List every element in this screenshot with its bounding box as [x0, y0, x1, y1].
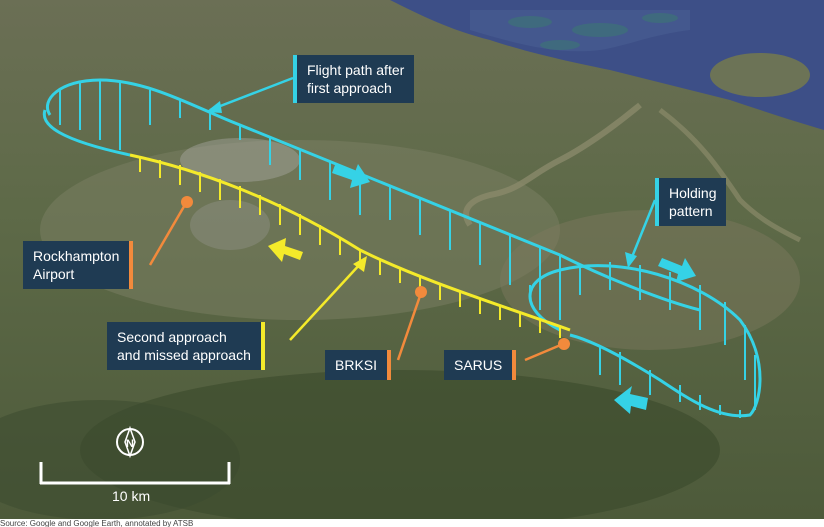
callout-pointer-head [206, 101, 222, 113]
track-curtain [59, 80, 756, 418]
town-area [190, 200, 270, 250]
callout-pointer [209, 76, 294, 112]
callout-pointer [524, 342, 564, 362]
callout-pointer-head [625, 252, 637, 268]
island [508, 16, 552, 28]
island [572, 23, 628, 37]
island [710, 53, 810, 97]
sarus-marker [558, 338, 570, 350]
callout-pointer-head [353, 256, 367, 272]
callout-pointer [289, 261, 363, 341]
source-caption: Source: Google and Google Earth, annotat… [0, 519, 824, 527]
holding-pattern-loop [528, 264, 762, 418]
compass-letter: N [126, 438, 134, 450]
mountain-shade [0, 400, 240, 520]
second-approach-label: Second approach and missed approach [107, 322, 265, 370]
north-compass-icon: N [116, 425, 144, 459]
flight-path-after-label: Flight path after first approach [293, 55, 415, 103]
sarus-label: SARUS [444, 350, 517, 380]
island [642, 13, 678, 23]
mountain-shade [80, 370, 720, 520]
flight-path-after-first-approach [42, 78, 762, 418]
rockhampton-airport-label: Rockhampton Airport [23, 241, 134, 289]
town-area [180, 138, 300, 182]
direction-arrow-icon [614, 386, 648, 414]
callout-pointer [628, 199, 657, 263]
direction-arrow-icon [332, 164, 370, 188]
scale-bar [39, 462, 231, 485]
river [463, 102, 642, 227]
brksi-marker [415, 286, 427, 298]
second-approach-track [129, 153, 571, 338]
airport-marker [181, 196, 193, 208]
direction-arrow-icon [268, 238, 303, 262]
river [658, 108, 802, 243]
direction-arrow-icon [658, 258, 696, 282]
callout-pointer [148, 202, 188, 266]
scale-bar-label: 10 km [112, 488, 151, 504]
holding-pattern-label: Holding pattern [655, 178, 727, 226]
terrain-patch [500, 210, 800, 350]
brksi-label: BRKSI [325, 350, 392, 380]
callout-pointer [396, 292, 423, 361]
island [540, 40, 580, 50]
